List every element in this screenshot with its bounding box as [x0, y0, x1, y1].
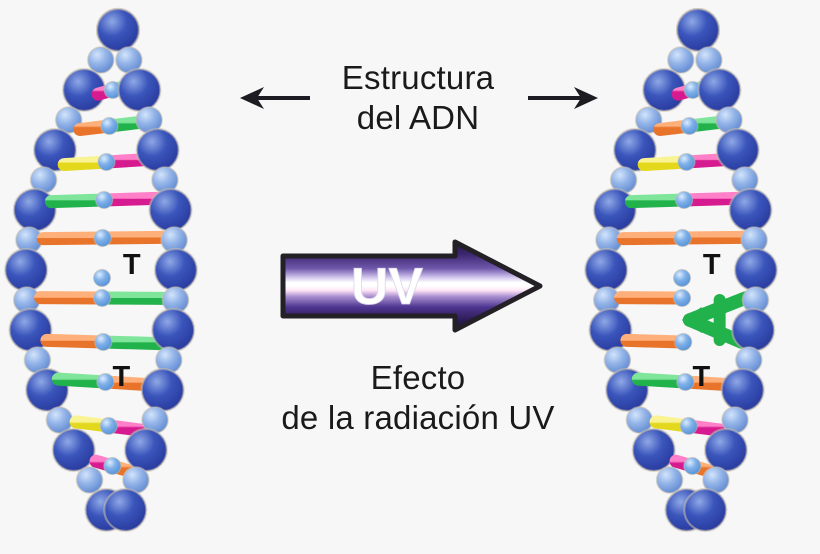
backbone-sphere-large: [12, 187, 57, 233]
backbone-sphere-large: [95, 7, 141, 53]
backbone-sphere-large: [592, 187, 637, 233]
base-pair-thymine: [614, 288, 692, 308]
base-connector: [94, 332, 113, 352]
backbone-sphere-small: [667, 46, 695, 74]
base-connector: [672, 268, 692, 288]
base-pair: [613, 268, 751, 288]
uv-arrow: UV: [280, 239, 543, 333]
backbone-sphere-large: [117, 67, 162, 113]
backbone-sphere-large: [153, 247, 198, 293]
arrow-right: [528, 87, 598, 109]
base-pair: [89, 454, 136, 478]
base-pair: [637, 152, 736, 172]
dna-helix-normal: TT: [4, 7, 198, 533]
base-pair: [57, 152, 156, 172]
base-pair: [33, 268, 171, 288]
uv-arrow-body: [280, 239, 543, 333]
base-pair: [624, 190, 744, 210]
base-rod-right: [676, 230, 749, 245]
base-pair: [73, 115, 146, 137]
backbone-sphere-large: [631, 427, 676, 473]
base-pair: [69, 415, 148, 437]
backbone-sphere-large: [148, 187, 193, 233]
backbone-sphere-large: [675, 7, 721, 53]
backbone-sphere-large: [103, 487, 148, 533]
base-pair-group: [33, 79, 171, 478]
backbone-sphere-large: [715, 127, 760, 173]
effect-title: Efecto de la radiación UV: [281, 359, 555, 436]
backbone-sphere-large: [720, 367, 765, 413]
base-connector: [93, 228, 112, 248]
backbone-sphere-large: [584, 247, 629, 293]
dimer-apex: [681, 307, 702, 333]
backbone-sphere-large: [728, 187, 773, 233]
base-connector: [675, 190, 694, 210]
backbone-sphere-small: [655, 466, 684, 494]
base-rod-right: [96, 230, 169, 245]
backbone-sphere-large: [703, 427, 748, 473]
base-connector: [676, 372, 695, 392]
base-pair: [669, 454, 716, 478]
base-connector: [673, 228, 692, 248]
base-connector: [679, 416, 698, 436]
backbone-sphere-large: [51, 427, 96, 473]
base-rod-left: [616, 231, 690, 246]
backbone-sphere-large: [731, 307, 776, 353]
base-connector: [97, 152, 116, 172]
base-rod-left: [36, 231, 110, 246]
base-pair-thymine: [34, 288, 171, 308]
thymine-dimer-lesion: [681, 291, 753, 349]
base-connector: [683, 456, 702, 476]
thymine-letter: T: [692, 361, 710, 393]
arrow-head: [240, 87, 264, 109]
base-pair: [649, 415, 728, 437]
base-connector: [92, 268, 112, 288]
base-pair: [51, 372, 159, 392]
backbone-sphere-large: [697, 67, 742, 113]
backbone-sphere-large: [4, 247, 49, 293]
base-connector-broken: [673, 288, 692, 308]
arrow-left: [240, 87, 310, 109]
base-pair: [631, 372, 739, 392]
backbone-sphere-large: [123, 427, 168, 473]
base-connector: [93, 288, 112, 308]
base-rod-right: [96, 335, 167, 351]
thymine-letter: T: [123, 249, 141, 281]
backbone-strand-right: [95, 7, 198, 533]
backbone-sphere-large: [135, 127, 180, 173]
backbone-sphere-large: [140, 367, 185, 413]
backbone-sphere-large: [151, 307, 196, 353]
base-pair: [44, 190, 164, 210]
thymine-letter: T: [112, 361, 130, 393]
dna-helix-uv-damaged: TT: [584, 7, 778, 533]
base-connector: [677, 152, 696, 172]
thymine-letter: T: [703, 249, 721, 281]
base-pair: [653, 115, 726, 137]
backbone-sphere-large: [683, 487, 728, 533]
backbone-strand-right: [675, 7, 778, 533]
backbone-sphere-small: [87, 46, 115, 74]
base-pair: [36, 228, 169, 248]
base-connector: [96, 372, 115, 392]
base-connector: [95, 190, 114, 210]
arrow-head: [574, 87, 598, 109]
backbone-sphere-large: [733, 247, 778, 293]
base-pair: [616, 228, 749, 248]
base-connector: [100, 116, 119, 136]
base-pair-thymine: [620, 332, 693, 352]
base-connector: [99, 416, 118, 436]
base-connector: [103, 456, 122, 476]
base-rod-left: [40, 333, 110, 349]
base-rod-left: [620, 333, 690, 349]
uv-arrow-label: UV: [351, 258, 424, 316]
base-connector: [680, 116, 699, 136]
structure-title: Estructura del ADN: [341, 59, 495, 136]
backbone-sphere-small: [75, 466, 104, 494]
base-connector-broken: [674, 332, 693, 352]
base-pair-thymine: [40, 332, 167, 352]
